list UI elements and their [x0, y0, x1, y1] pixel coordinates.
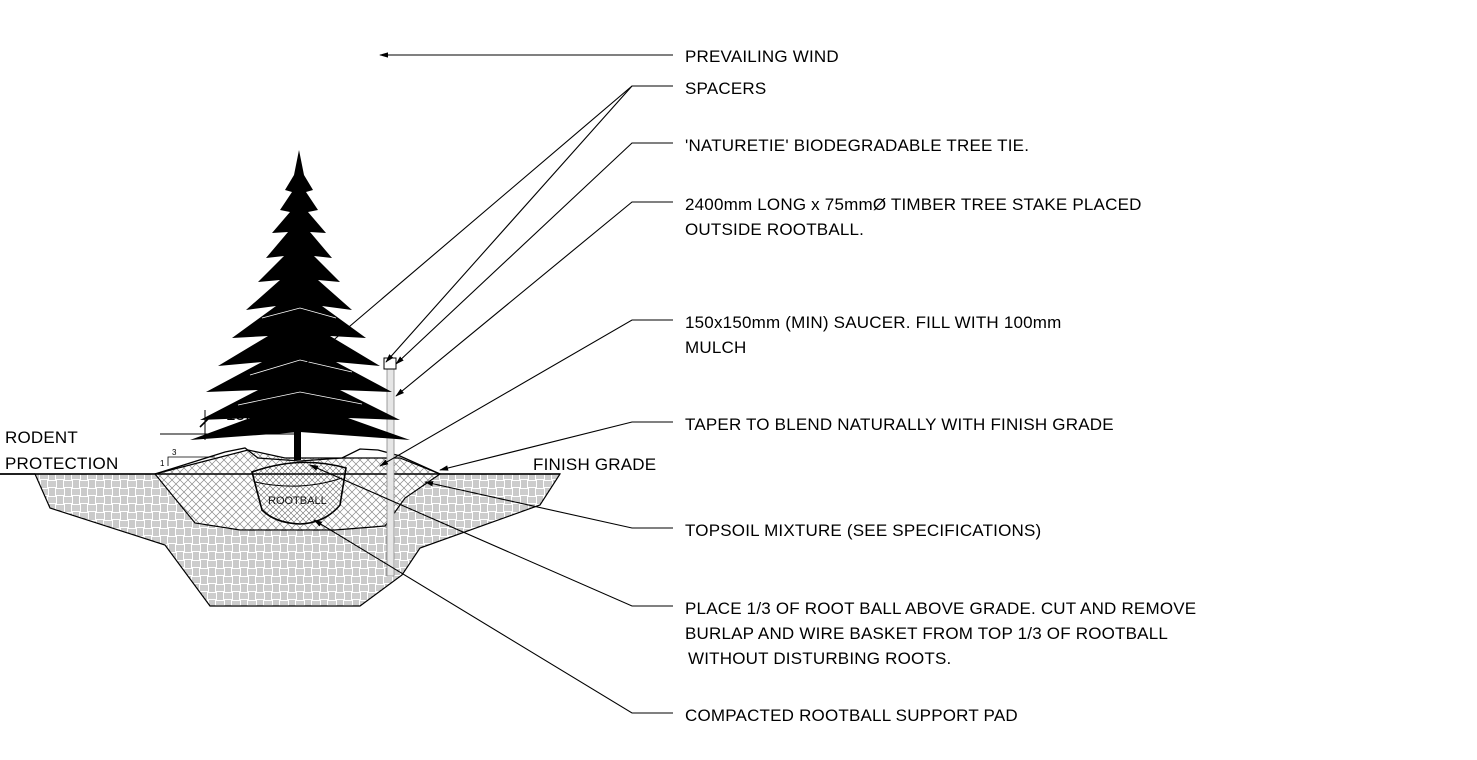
rootball-top-curve: [254, 477, 343, 487]
tree-canopy: [190, 150, 410, 440]
native-soil: [34, 473, 562, 607]
notes: PREVAILING WIND SPACERS 'NATURETIE' BIOD…: [685, 47, 1196, 725]
tree-tie-block: [383, 357, 397, 370]
leader-saucer: [379, 319, 673, 467]
leader-taper: [439, 421, 673, 471]
leader-lines: [295, 85, 673, 714]
note-saucer-line1: 150x150mm (MIN) SAUCER. FILL WITH 100mm: [685, 313, 1062, 332]
note-taper: TAPER TO BLEND NATURALLY WITH FINISH GRA…: [685, 415, 1114, 434]
note-support-pad: COMPACTED ROOTBALL SUPPORT PAD: [685, 706, 1018, 725]
slope-indicator: 1 3: [160, 448, 215, 468]
dimension-1500: 1500: [160, 405, 300, 440]
labels: RODENT PROTECTION FINISH GRADE ROOTBALL: [5, 428, 656, 507]
label-rodent-line1: RODENT: [5, 428, 78, 447]
note-rootball-line2: BURLAP AND WIRE BASKET FROM TOP 1/3 OF R…: [685, 624, 1168, 643]
label-rodent-line2: PROTECTION: [5, 454, 118, 473]
note-tree-tie: 'NATURETIE' BIODEGRADABLE TREE TIE.: [685, 136, 1029, 155]
rootball-shape: [251, 461, 347, 525]
note-saucer-line2: MULCH: [685, 338, 746, 357]
label-finish-grade: FINISH GRADE: [533, 455, 656, 474]
leader-spacers-2: [385, 85, 633, 363]
leader-tree-tie: [395, 142, 673, 365]
leader-topsoil: [424, 481, 673, 529]
note-rootball-line3: WITHOUT DISTURBING ROOTS.: [688, 649, 951, 668]
leader-rootball: [309, 464, 673, 607]
slope-run: 3: [172, 448, 177, 457]
dimension-text: 1500: [226, 405, 264, 424]
slope-rise: 1: [160, 459, 165, 468]
note-rootball-line1: PLACE 1/3 OF ROOT BALL ABOVE GRADE. CUT …: [685, 599, 1196, 618]
note-stake-line2: OUTSIDE ROOTBALL.: [685, 220, 864, 239]
label-rootball: ROOTBALL: [268, 495, 327, 507]
note-prevailing-wind: PREVAILING WIND: [685, 47, 839, 66]
note-spacers: SPACERS: [685, 79, 766, 98]
note-stake-line1: 2400mm LONG x 75mmØ TIMBER TREE STAKE PL…: [685, 195, 1142, 214]
leader-stake: [395, 201, 673, 397]
conifer-tree: [190, 150, 410, 460]
leader-support-pad: [313, 519, 673, 714]
note-topsoil: TOPSOIL MIXTURE (SEE SPECIFICATIONS): [685, 521, 1041, 540]
